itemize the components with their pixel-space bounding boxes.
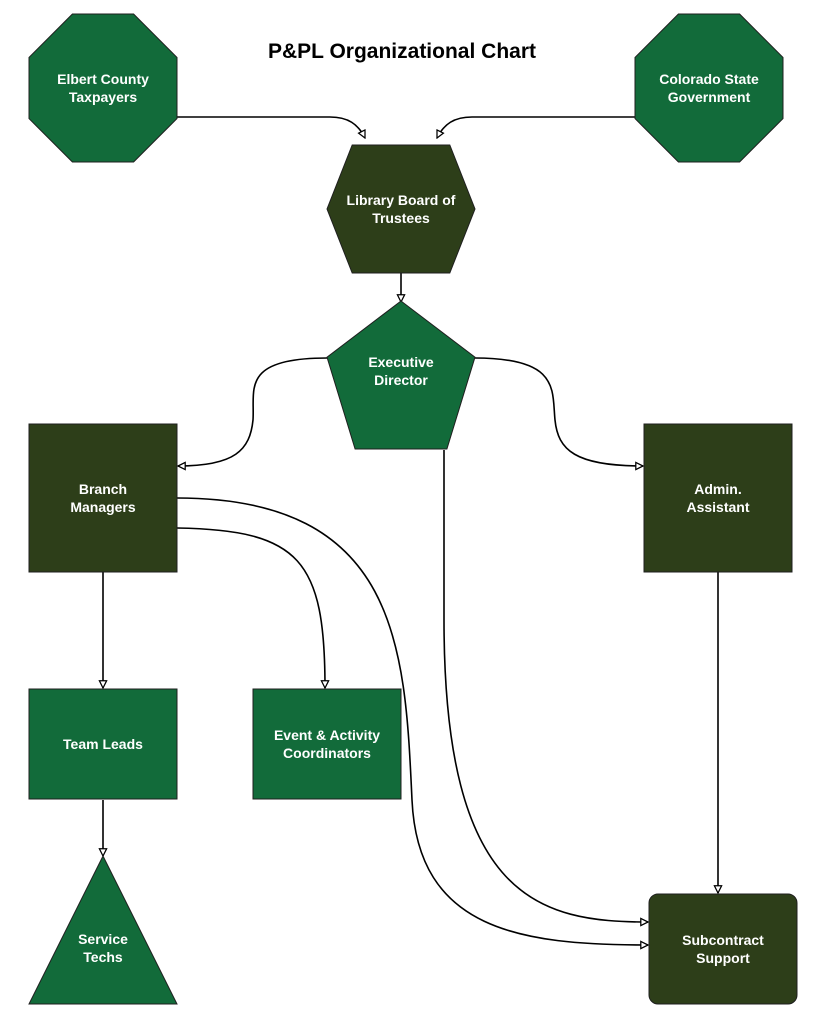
connectors-layer xyxy=(103,116,718,945)
node-subcontract-label-line-2: Support xyxy=(696,950,750,966)
node-colorado-label-line-1: Colorado State xyxy=(659,71,759,87)
node-techs-label-line-1: Service xyxy=(78,931,128,947)
node-board-label-line-1: Library Board of xyxy=(347,192,456,208)
connector-colorado-to-board xyxy=(436,116,636,138)
node-director-label-line-2: Director xyxy=(374,372,428,388)
node-techs-triangle-shape xyxy=(28,854,178,1005)
node-branch-label-line-1: Branch xyxy=(79,481,127,497)
node-teamleads: Team Leads xyxy=(28,688,178,800)
connector-elbert-to-board xyxy=(176,116,366,138)
node-branch-square-shape xyxy=(28,423,178,573)
node-board-label-line-2: Trustees xyxy=(372,210,430,226)
connector-director-to-branch xyxy=(178,357,328,466)
node-director-pentagon-shape xyxy=(326,300,476,450)
node-teamleads-label-line-1: Team Leads xyxy=(63,736,143,752)
node-events-rectangle-shape xyxy=(252,688,402,800)
node-events-label-line-1: Event & Activity xyxy=(274,727,380,743)
node-board-hexagon-shape xyxy=(326,144,476,274)
node-subcontract-rounded-rectangle-shape xyxy=(648,893,798,1005)
node-admin-label-line-1: Admin. xyxy=(694,481,741,497)
connector-director-to-subcontract xyxy=(443,450,648,922)
node-events-label-line-2: Coordinators xyxy=(283,745,371,761)
node-admin-label-line-2: Assistant xyxy=(686,499,749,515)
node-admin: Admin. Assistant xyxy=(643,423,793,573)
node-colorado-label-line-2: Government xyxy=(668,89,751,105)
node-teamleads-rectangle-shape xyxy=(28,688,178,800)
node-colorado-octagon-shape xyxy=(634,13,784,163)
node-elbert-label-line-1: Elbert County xyxy=(57,71,149,87)
node-techs-label-line-2: Techs xyxy=(83,949,123,965)
node-branch-label-line-2: Managers xyxy=(70,499,136,515)
chart-title: P&PL Organizational Chart xyxy=(268,40,536,63)
connector-director-to-admin xyxy=(474,357,643,466)
node-board: Library Board of Trustees xyxy=(326,144,476,274)
node-admin-square-shape xyxy=(643,423,793,573)
node-elbert-octagon-shape xyxy=(28,13,178,163)
node-elbert-label-line-2: Taxpayers xyxy=(69,89,137,105)
node-subcontract-label-line-1: Subcontract xyxy=(682,932,764,948)
connector-branch-to-events xyxy=(176,527,325,688)
connector-branch-to-subcontract xyxy=(176,497,648,945)
node-director-label-line-1: Executive xyxy=(368,354,434,370)
